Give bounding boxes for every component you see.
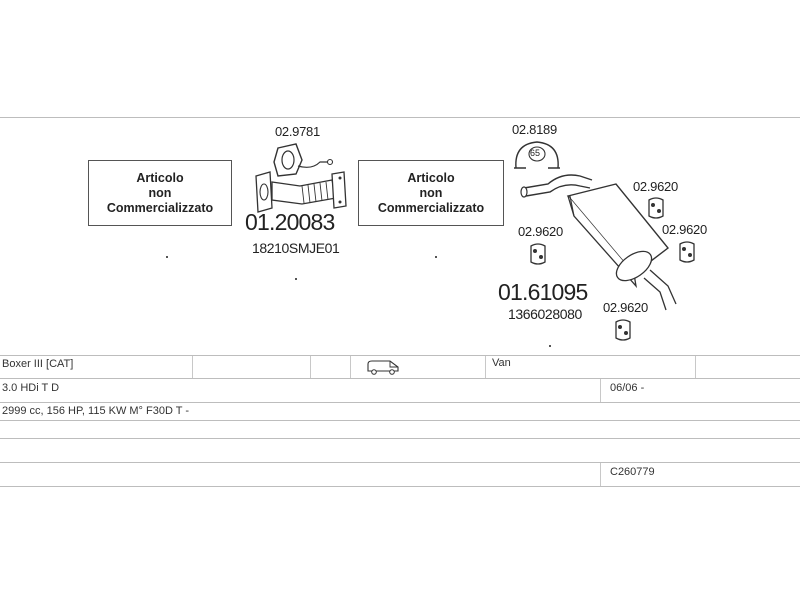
van-icon (367, 360, 399, 375)
not-sold-line1: Articolo (136, 170, 184, 185)
rule-table-top (0, 355, 800, 356)
not-sold-line3: Commercializzato (377, 200, 485, 215)
catalog-code: C260779 (610, 466, 655, 478)
vehicle-specs: 2999 cc, 156 HP, 115 KW M° F30D T - (2, 405, 190, 417)
marker-dot (549, 345, 551, 347)
hanger-code-1: 02.9620 (633, 179, 678, 194)
vehicle-date-range: 06/06 - (610, 382, 645, 394)
not-sold-box-front: Articolo non Commercializzato (88, 160, 232, 226)
rear-silencer-code: 01.61095 (498, 279, 588, 305)
hanger-code-3: 02.9620 (662, 222, 707, 237)
not-sold-box-rear: Articolo non Commercializzato (358, 160, 504, 226)
hanger-icon (679, 241, 695, 263)
rule-row-5 (0, 462, 800, 463)
vsep-5 (695, 356, 696, 378)
marker-dot (166, 256, 168, 258)
vsep-1 (192, 356, 193, 378)
not-sold-line2: non (419, 185, 443, 200)
vsep-6 (600, 379, 601, 402)
hanger-code-4: 02.9620 (603, 300, 648, 315)
rule-row-6 (0, 486, 800, 487)
rule-row-2 (0, 402, 800, 403)
rear-silencer-icon (520, 174, 677, 311)
hanger-icon (648, 197, 664, 219)
vsep-4 (485, 356, 486, 378)
front-pipe-icon (255, 171, 347, 213)
rear-clamp-code: 02.8189 (512, 122, 557, 137)
rule-row-1 (0, 378, 800, 379)
rear-silencer-oem: 1366028080 (508, 306, 582, 322)
marker-dot (435, 256, 437, 258)
not-sold-line2: non (148, 185, 172, 200)
hanger-code-2: 02.9620 (518, 224, 563, 239)
vsep-2 (310, 356, 311, 378)
marker-dot (295, 278, 297, 280)
not-sold-line1: Articolo (407, 170, 455, 185)
rear-clamp-icon (514, 141, 560, 169)
rear-clamp-size: 65 (530, 148, 541, 158)
vehicle-model: Boxer III [CAT] (2, 358, 74, 370)
rule-row-4 (0, 438, 800, 439)
hanger-icon (615, 319, 631, 341)
vehicle-engine: 3.0 HDi T D (2, 382, 60, 394)
vsep-7 (600, 463, 601, 486)
vsep-3 (350, 356, 351, 378)
not-sold-line3: Commercializzato (106, 200, 214, 215)
hanger-icon (530, 243, 546, 265)
rule-top (0, 117, 800, 118)
rule-row-3 (0, 420, 800, 421)
front-pipe-oem: 18210SMJE01 (252, 240, 340, 256)
front-clamp-code: 02.9781 (275, 124, 320, 139)
vehicle-body-type: Van (492, 357, 511, 369)
front-pipe-code: 01.20083 (245, 209, 335, 235)
front-clamp-icon (273, 143, 334, 177)
